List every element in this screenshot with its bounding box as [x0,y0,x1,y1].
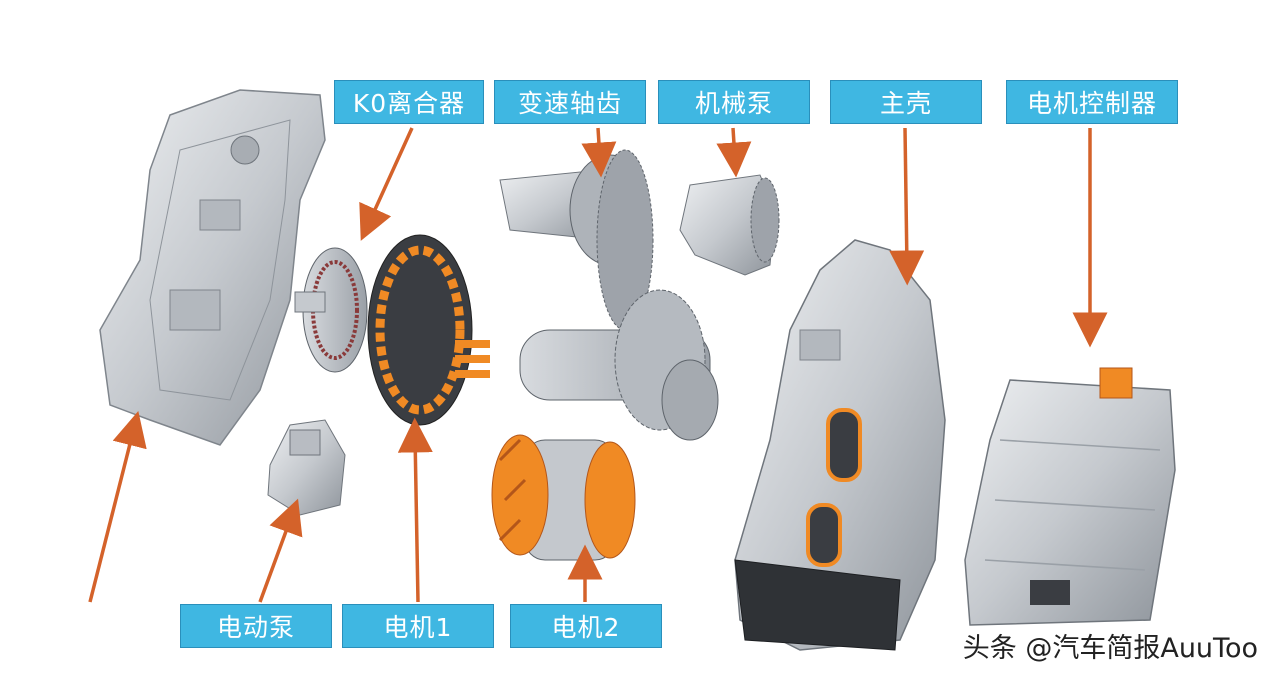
label-motor2: 电机2 [510,604,662,648]
arrow-housing [889,127,925,286]
label-mechanical-pump: 机械泵 [658,80,810,124]
gear-shaft-shape [499,149,719,441]
label-electric-pump: 电动泵 [180,604,332,648]
label-k0-clutch: K0离合器 [334,80,484,124]
k0-clutch-shape [294,247,368,373]
electric-pump-shape [267,419,346,516]
motor-controller-shape [964,367,1176,626]
motor1-stator-shape [367,234,490,426]
arrow-gear [581,127,617,178]
leader-arrows [88,127,1108,603]
arrow-pump [716,127,752,178]
left-housing-shape [99,89,326,446]
arrow-k0 [359,127,414,241]
motor2-rotor-shape [491,434,636,561]
label-motor1: 电机1 [342,604,494,648]
arrow-motor1 [397,417,433,603]
watermark-text: 头条 @汽车简报AuuToo [962,633,1258,664]
main-housing-shape [734,239,946,651]
label-main-housing: 主壳 [830,80,982,124]
label-motor-controller: 电机控制器 [1006,80,1178,124]
label-gear-shaft: 变速轴齿 [494,80,646,124]
mechanical-pump-shape [679,174,780,276]
arrow-epump [258,498,303,603]
arrow-left-housing [88,411,147,603]
